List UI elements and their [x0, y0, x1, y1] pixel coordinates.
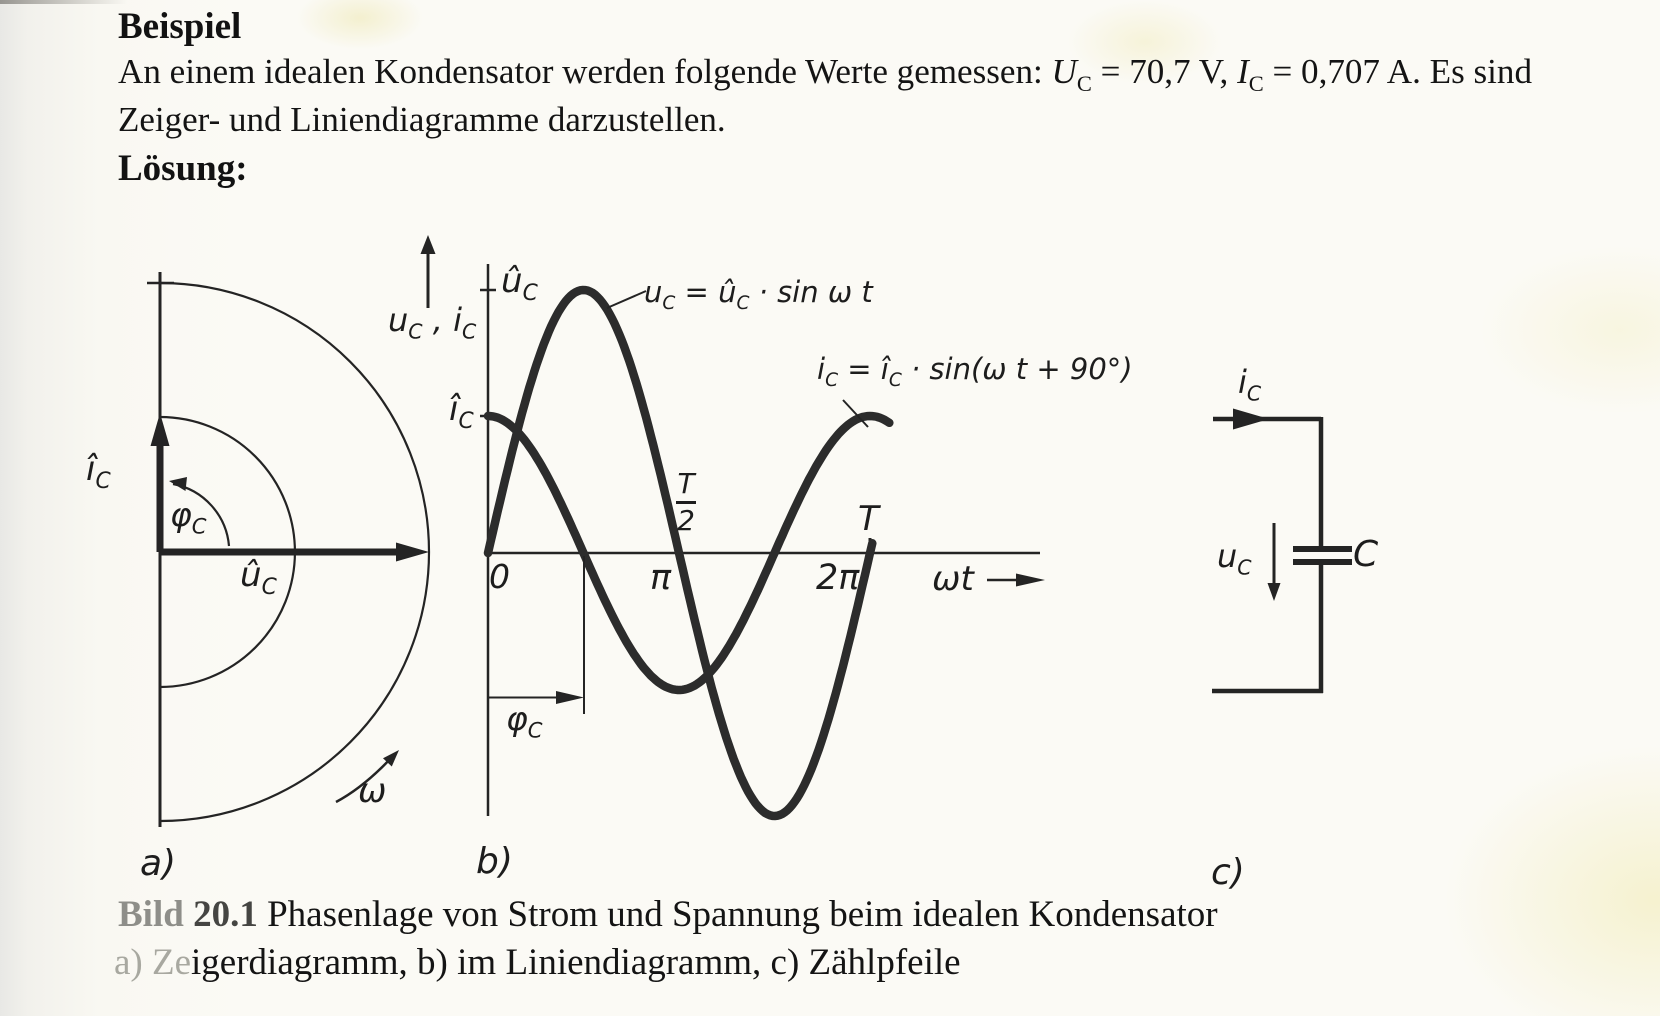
a-omega-rotation-arrow: [335, 756, 393, 804]
b-half-period-label: T 2: [676, 470, 696, 535]
figure-caption: Bild 20.1 Phasenlage von Strom und Spann…: [118, 893, 1218, 936]
line1-text-1: An einem idealen Kondensator werden folg…: [118, 52, 1052, 91]
example-line1-content: An einem idealen Kondensator werden folg…: [118, 52, 1532, 96]
current-symbol: IC: [1237, 52, 1264, 96]
a-current-peak-label: îC: [86, 449, 111, 494]
b-phase-shift-label: φC: [506, 699, 543, 743]
u-curve: [483, 285, 877, 821]
b-i-label-leader: [842, 399, 869, 428]
b-axis-label-arrowhead: [420, 235, 436, 254]
i-curve: [483, 411, 894, 695]
caption-title: Phasenlage von Strom und Spannung beim i…: [257, 894, 1218, 935]
caption-figure-word: Bild: [118, 894, 184, 935]
b-voltage-peak-label: ûC: [501, 261, 538, 306]
c-voltage-label: uC: [1217, 537, 1252, 580]
b-phi-dim-arrowhead: [556, 691, 584, 704]
b-pi-label: π: [650, 558, 672, 598]
b-half-period-numerator: T: [677, 467, 695, 500]
a-voltage-phasor-head: [396, 542, 429, 562]
a-current-phasor-head: [150, 413, 170, 446]
caption-subline-faded-part: a) Ze: [114, 942, 192, 983]
c-current-label: iC: [1238, 363, 1262, 406]
c-subfigure-tag: c): [1211, 852, 1245, 893]
a-phi-label: φC: [170, 495, 207, 539]
a-subfigure-tag: a): [140, 843, 177, 884]
b-period-label: T: [858, 499, 879, 539]
a-omega-label: ω: [358, 771, 387, 811]
caption-subline-rest: igerdiagramm, b) im Liniendiagramm, c) Z…: [191, 942, 961, 983]
zeigerdiagramm-a: [147, 272, 431, 827]
a-omega-arrowhead: [383, 750, 399, 767]
b-two-pi-label: 2π: [816, 558, 860, 598]
voltage-symbol: UC: [1051, 52, 1092, 96]
line1-text-3: = 0,707 A. Es sind: [1263, 52, 1532, 91]
zaehlpfeile-c: [1212, 408, 1352, 694]
example-paragraph-line2: Zeiger- und Liniendiagramme darzustellen…: [118, 100, 726, 139]
b-current-formula-label: iC = îC · sin(ω t + 90°): [817, 352, 1133, 391]
line1-text-2: = 70,7 V,: [1091, 52, 1238, 91]
b-subfigure-tag: b): [476, 841, 513, 882]
b-axis-quantities-label: uC , iC: [388, 301, 477, 344]
c-voltage-arrowhead: [1267, 583, 1281, 601]
c-current-arrowhead: [1233, 408, 1269, 430]
b-current-peak-label: îC: [449, 389, 474, 434]
b-voltage-formula-label: uC = ûC · sin ω t: [644, 275, 873, 314]
caption-figure-number: 20.1: [193, 894, 258, 935]
solution-heading: Lösung:: [118, 148, 248, 189]
b-u-label-leader: [606, 290, 647, 309]
figure-caption-subline: a) Zeigerdiagramm, b) im Liniendiagramm,…: [114, 941, 961, 984]
scan-edge-artifact: [0, 0, 150, 4]
fraction-bar: [676, 501, 696, 504]
example-paragraph-line1: An einem idealen Kondensator werden folg…: [118, 52, 1532, 96]
b-omega-t-arrowhead: [1016, 573, 1045, 587]
b-origin-label: 0: [489, 557, 510, 596]
c-capacitor-label: C: [1353, 534, 1379, 575]
liniendiagramm-b: [420, 235, 1045, 821]
b-omega-t-axis-label: ωt: [932, 559, 974, 599]
a-voltage-peak-label: ûC: [240, 555, 277, 600]
example-heading: Beispiel: [118, 6, 242, 47]
b-half-period-denominator: 2: [677, 503, 695, 537]
a-phi-arrowhead: [169, 477, 187, 491]
